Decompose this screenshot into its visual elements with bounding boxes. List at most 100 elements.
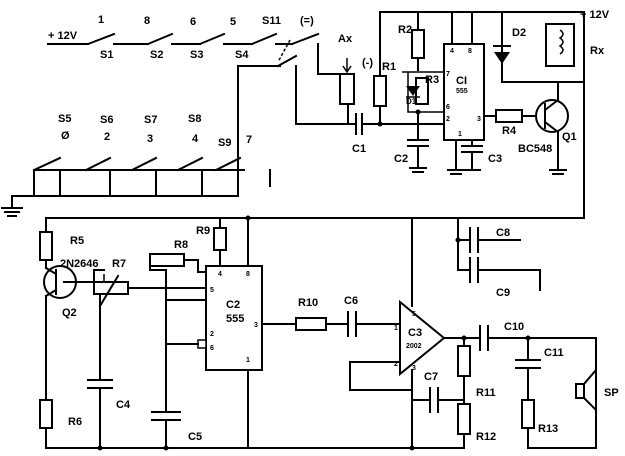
plus12v-left-label: + 12V <box>48 30 78 42</box>
ic2-pin2: 2 <box>210 331 214 338</box>
switch-s3-number: 6 <box>190 16 196 28</box>
r8-resistor <box>149 253 185 267</box>
switch-s11-label: S11 <box>262 15 281 27</box>
ic3-pin1: 1 <box>394 325 398 332</box>
ic2-pin3: 3 <box>254 322 258 329</box>
r2-resistor <box>411 29 425 59</box>
r9-label: R9 <box>196 225 210 237</box>
ic2-555-chip <box>205 265 263 371</box>
d1-diode <box>406 86 420 96</box>
switch-s8-number: 4 <box>192 133 199 145</box>
r8-label: R8 <box>174 239 188 251</box>
switch-s6-number: 2 <box>104 131 110 143</box>
ic1-pin8: 8 <box>468 48 472 55</box>
oscillator-section: R5 2N2646 Q2 R7 R6 C4 R8 <box>39 81 585 449</box>
c10-label: C10 <box>504 321 524 333</box>
d1-label: D1 <box>406 97 417 106</box>
r1-resistor <box>373 75 387 107</box>
ax-minus-label: (-) <box>362 57 373 69</box>
ic1-pin7: 7 <box>446 71 450 78</box>
q2-type-label: 2N2646 <box>60 258 99 270</box>
ic3-pin2: 2 <box>394 361 398 368</box>
switch-s2-number: 8 <box>144 15 150 27</box>
switch-s2-label: S2 <box>150 49 163 61</box>
switch-s9-label: S9 <box>218 137 231 149</box>
ax-potentiometer <box>339 73 355 105</box>
switch-s7-label: S7 <box>144 114 157 126</box>
c6-label: C6 <box>344 295 358 307</box>
ic1-name: CI <box>456 75 467 87</box>
r13-label: R13 <box>538 423 558 435</box>
sp-speaker <box>575 383 585 399</box>
ic1-pin4: 4 <box>450 48 454 55</box>
relay-timer-section: Ax (-) C1 + 12V R1 R2 R3 D1 CI 555 4 <box>338 9 610 175</box>
c11-label: C11 <box>544 347 564 359</box>
ic3-pin3: 3 <box>412 365 416 372</box>
amplifier-section: R10 C6 C8 C9 C3 2002 5 1 2 3 C10 <box>261 217 619 449</box>
ic2-pin6: 6 <box>210 345 214 352</box>
r4-label: R4 <box>502 125 517 137</box>
c9-label: C9 <box>496 287 510 299</box>
q1-label: Q1 <box>562 131 577 143</box>
switch-s5-number: Ø <box>61 130 70 142</box>
switch-s4-number: 5 <box>230 16 236 28</box>
r5-label: R5 <box>70 235 84 247</box>
c2-label: C2 <box>394 153 408 165</box>
ic2-pin1: 1 <box>246 357 250 364</box>
ic1-pin6: 6 <box>446 104 450 111</box>
c5-label: C5 <box>188 431 202 443</box>
ic2-pin4: 4 <box>218 271 222 278</box>
r10-label: R10 <box>298 297 318 309</box>
ic2-pin5: 5 <box>210 287 214 294</box>
ic3-type: 2002 <box>406 343 422 350</box>
c1-label: C1 <box>352 143 366 155</box>
ic1-type: 555 <box>456 88 468 95</box>
r7-label: R7 <box>112 258 126 270</box>
r5-resistor <box>39 231 53 261</box>
d2-label: D2 <box>512 27 526 39</box>
c8-label: C8 <box>496 227 510 239</box>
r10-resistor <box>295 317 327 331</box>
r4-resistor <box>495 109 523 123</box>
ic3-pin5: 5 <box>412 311 416 318</box>
d2-diode <box>494 52 510 64</box>
sp-label: SP <box>604 387 619 399</box>
ax-label: Ax <box>338 33 353 45</box>
ic2-name: C2 <box>226 299 240 311</box>
q2-label: Q2 <box>62 307 77 319</box>
c7-label: C7 <box>424 371 438 383</box>
r6-resistor <box>39 399 53 429</box>
ic2-type: 555 <box>226 313 244 325</box>
r6-label: R6 <box>68 416 82 428</box>
r2-label: R2 <box>398 24 412 36</box>
r1-label: R1 <box>382 61 396 73</box>
switch-s8-label: S8 <box>188 113 201 125</box>
q1-type-label: BC548 <box>518 143 552 155</box>
c3-label: C3 <box>488 153 502 165</box>
switch-s6-label: S6 <box>100 114 113 126</box>
switch-s1-label: S1 <box>100 49 113 61</box>
rx-label: Rx <box>590 45 605 57</box>
r12-resistor <box>457 403 471 435</box>
switch-s4-label: S4 <box>235 49 249 61</box>
r9-resistor <box>213 227 227 251</box>
top-switch-row: + 12V 1 S1 8 S2 6 S3 5 S4 (=) S11 <box>11 14 349 197</box>
r3-label: R3 <box>425 74 439 86</box>
switch-s3-label: S3 <box>190 49 203 61</box>
ic3-amplifier-chip <box>399 299 446 377</box>
r12-label: R12 <box>476 431 496 443</box>
c4-label: C4 <box>116 399 131 411</box>
switch-s9-number: 7 <box>246 134 252 146</box>
plus12v-right-label: + 12V <box>580 9 610 21</box>
ic2-pin8: 8 <box>246 271 250 278</box>
ic3-name: C3 <box>408 327 422 339</box>
ic1-pin3: 3 <box>477 116 481 123</box>
bottom-switch-row: S5 Ø S6 2 S7 3 S8 4 S9 7 <box>1 113 271 217</box>
r11-resistor <box>457 345 471 377</box>
junction-dots <box>97 109 531 451</box>
r11-label: R11 <box>476 387 496 399</box>
rx-relay <box>545 23 575 67</box>
switch-s5-label: S5 <box>58 113 71 125</box>
